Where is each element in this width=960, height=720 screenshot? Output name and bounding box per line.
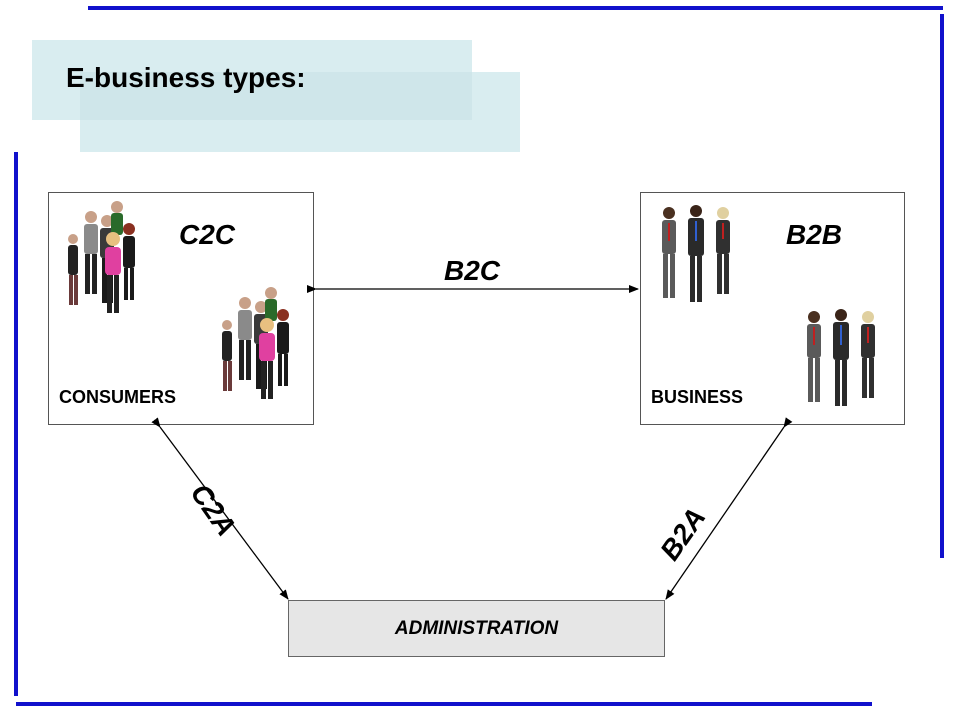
- b2c-edge-label: B2C: [444, 255, 501, 286]
- frame-bottom-line: [16, 702, 872, 706]
- title-background-overlap: [80, 72, 472, 120]
- b2b-label: B2B: [786, 219, 843, 250]
- consumers-label: CONSUMERS: [59, 387, 177, 407]
- consumers-group-icon-2: [222, 287, 289, 399]
- business-group-icon: [662, 205, 730, 302]
- administration-node: ADMINISTRATION: [288, 600, 665, 657]
- consumers-node: C2C CONSUMERS: [48, 192, 314, 425]
- c2c-label: C2C: [179, 219, 236, 250]
- b2a-arrow: [665, 417, 793, 600]
- slide-title: E-business types:: [66, 62, 306, 93]
- business-group-icon-2: [807, 309, 875, 406]
- consumers-group-icon: [68, 201, 135, 313]
- frame-right-line: [940, 14, 944, 558]
- business-label: BUSINESS: [651, 387, 744, 407]
- frame-top-line: [88, 6, 943, 10]
- c2a-arrow: [151, 417, 289, 600]
- frame-left-line: [14, 152, 18, 696]
- administration-label: ADMINISTRATION: [394, 617, 559, 639]
- business-node: B2B BUSINESS: [640, 192, 905, 425]
